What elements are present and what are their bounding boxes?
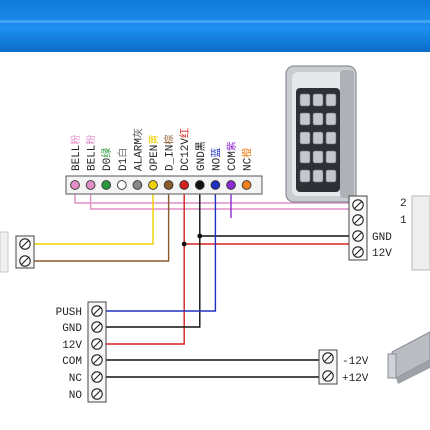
bell-screw xyxy=(352,199,364,211)
wire-label-d1: D1白 xyxy=(116,148,130,171)
junction-dot xyxy=(181,241,187,247)
bell-terminal xyxy=(348,195,368,261)
power-screw xyxy=(91,388,103,400)
wire-dot-open xyxy=(148,180,158,190)
keypad-key xyxy=(325,112,337,126)
wire-open xyxy=(31,190,154,245)
power-screw xyxy=(91,321,103,333)
wire-dot-dc12v xyxy=(179,180,190,190)
power-screw xyxy=(91,371,103,383)
wire-label-nc: NC橙 xyxy=(241,148,255,171)
bell-screw xyxy=(352,214,364,226)
keypad-key xyxy=(312,93,324,107)
wire-label-com: COM紫 xyxy=(226,141,239,171)
bell-label-12v: 12V xyxy=(372,248,392,260)
keypad-key xyxy=(312,169,324,183)
banner-shine xyxy=(0,20,430,23)
power-label-no: NO xyxy=(69,390,83,402)
header-banner xyxy=(0,0,430,52)
wire-label-gnd: GND黑 xyxy=(195,141,208,171)
lock-screw xyxy=(322,370,334,382)
keypad-device xyxy=(285,65,357,203)
lock-terminal xyxy=(318,349,338,385)
wire-label-open: OPEN黄 xyxy=(147,135,161,171)
power-label-push: PUSH xyxy=(56,307,82,319)
keypad-key xyxy=(325,93,337,107)
keypad-key xyxy=(299,112,311,126)
wire-d-in xyxy=(31,190,170,262)
keypad-key xyxy=(299,93,311,107)
power-screw xyxy=(91,338,103,350)
keypad-key xyxy=(325,131,337,145)
lock-screw xyxy=(322,352,334,364)
lock-label-minus12v: -12V xyxy=(342,356,369,368)
keypad-key xyxy=(312,112,324,126)
electric-lock-device xyxy=(387,331,430,384)
keypad-key xyxy=(299,131,311,145)
doorbell-device-edge xyxy=(411,195,430,271)
power-screw xyxy=(91,305,103,317)
wire-dc12v xyxy=(103,190,185,345)
wire-no-push xyxy=(103,190,217,312)
keypad-key xyxy=(312,150,324,164)
wire-label-bell: BELL粉 xyxy=(85,135,99,171)
wire-dot-bell xyxy=(85,180,96,190)
wire-label-no: NO蓝 xyxy=(210,148,223,171)
wire-terminal-strip xyxy=(65,175,263,195)
wire-dot-bell xyxy=(70,180,80,190)
power-block xyxy=(87,301,107,403)
keypad-keys xyxy=(299,93,337,183)
wire-dot-alarm xyxy=(132,180,143,190)
power-screws xyxy=(91,305,103,400)
wire-dot-d1 xyxy=(116,180,127,190)
wire-dots xyxy=(70,180,252,190)
wire-label-alarm: ALARM灰 xyxy=(131,128,145,171)
power-label-gnd: GND xyxy=(62,323,82,335)
bell-label-1: 1 xyxy=(400,215,407,227)
wire-dot-d0 xyxy=(101,180,112,190)
wire-dot-d_in xyxy=(163,180,174,190)
power-labels: PUSH GND 12V COM NC NO xyxy=(56,307,83,402)
exit-button-device-edge xyxy=(0,231,9,273)
power-label-12v: 12V xyxy=(62,340,82,352)
wire-dot-nc xyxy=(241,180,252,190)
exit-screw xyxy=(19,238,31,250)
keypad-key xyxy=(312,131,324,145)
bell-label-gnd: GND xyxy=(372,232,392,244)
keypad-key xyxy=(299,169,311,183)
bell-label-2: 2 xyxy=(400,198,407,210)
exit-button-terminal xyxy=(15,235,35,269)
wire-dot-gnd xyxy=(194,180,205,190)
exit-screw xyxy=(19,255,31,267)
wire-label-d0: D0绿 xyxy=(100,148,114,171)
keypad-key xyxy=(299,150,311,164)
wire-label-dc12v: DC12V红 xyxy=(178,128,192,171)
power-label-nc: NC xyxy=(69,373,83,385)
lock-label-plus12v: +12V xyxy=(342,373,369,385)
lock-screws xyxy=(322,352,334,382)
wire-label-bell: BELL粉 xyxy=(69,135,83,171)
wire-label-d-in: D_IN棕 xyxy=(163,135,177,171)
exit-screws xyxy=(19,238,31,267)
wire-dot-no xyxy=(210,180,221,190)
wire-dot-com xyxy=(226,180,236,190)
keypad-key xyxy=(325,169,337,183)
wire-bell-2 xyxy=(89,190,350,210)
power-label-com: COM xyxy=(62,356,82,368)
keypad-key xyxy=(325,150,337,164)
wires xyxy=(31,190,350,378)
junction-dot xyxy=(197,233,203,239)
power-screw xyxy=(91,354,103,366)
bell-screws xyxy=(352,199,364,258)
bell-screw xyxy=(352,230,364,242)
wire-gnd xyxy=(103,190,201,328)
bell-screw xyxy=(352,246,364,258)
